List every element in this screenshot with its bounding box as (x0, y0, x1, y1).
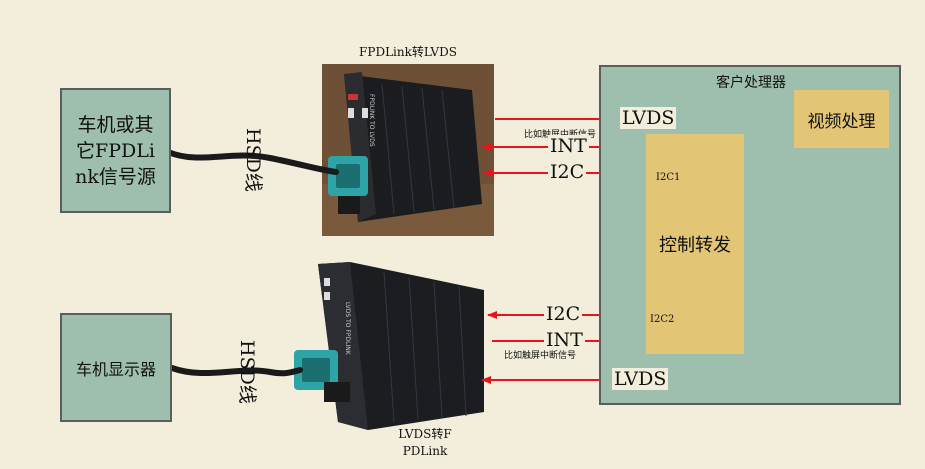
hsd-cable-top (165, 149, 339, 175)
control-forwarding-label: 控制转发 (659, 235, 731, 256)
control-forwarding-box: 控制转发 (646, 134, 744, 354)
converter-device-bottom: LVDS TO FPDLINK (294, 262, 484, 430)
converter-bottom-face-text: LVDS TO FPDLINK (344, 302, 351, 356)
signal-source-box: 车机或其它FPDLink信号源 (60, 88, 171, 213)
signal-source-label: 车机或其它FPDLink信号源 (75, 113, 156, 188)
lvds-to-fpdlink-converter: LVDS TO FPDLINK (294, 262, 490, 430)
converter-device-top: FPDLINK TO LVDS (322, 64, 494, 236)
head-unit-display-label: 车机显示器 (75, 359, 156, 379)
converter-top-title: FPDLink转LVDS (359, 45, 457, 59)
lvds-top-label: LVDS (620, 107, 677, 129)
hsd-cable-label-top: HSD线 (242, 128, 264, 192)
customer-processor-title: 客户处理器 (716, 75, 786, 91)
video-processing-label: 视频处理 (807, 111, 876, 132)
i2c1-port-label: I2C1 (656, 172, 681, 183)
i2c2-port-label: I2C2 (650, 314, 675, 325)
hsd-cable-label-bottom: HSD线 (236, 340, 258, 404)
converter-top-face-text: FPDLINK TO LVDS (368, 94, 375, 147)
fpdlink-to-lvds-converter: FPDLINK TO LVDS (322, 64, 494, 236)
int-top-label: INT (548, 135, 589, 157)
i2c-top-label: I2C (548, 161, 587, 183)
int-bottom-label: INT (544, 329, 585, 351)
int-bottom-note: 比如触屏中断信号 (504, 351, 577, 361)
video-processing-box: 视频处理 (794, 90, 889, 148)
converter-bottom-title: LVDS转FPDLink (380, 426, 470, 460)
head-unit-display-box: 车机显示器 (60, 313, 172, 422)
lvds-bottom-label: LVDS (612, 368, 669, 390)
converter-bottom-title-text: LVDS转FPDLink (398, 427, 452, 458)
hsd-cable-bottom (169, 365, 303, 377)
i2c-bottom-label: I2C (544, 303, 583, 325)
